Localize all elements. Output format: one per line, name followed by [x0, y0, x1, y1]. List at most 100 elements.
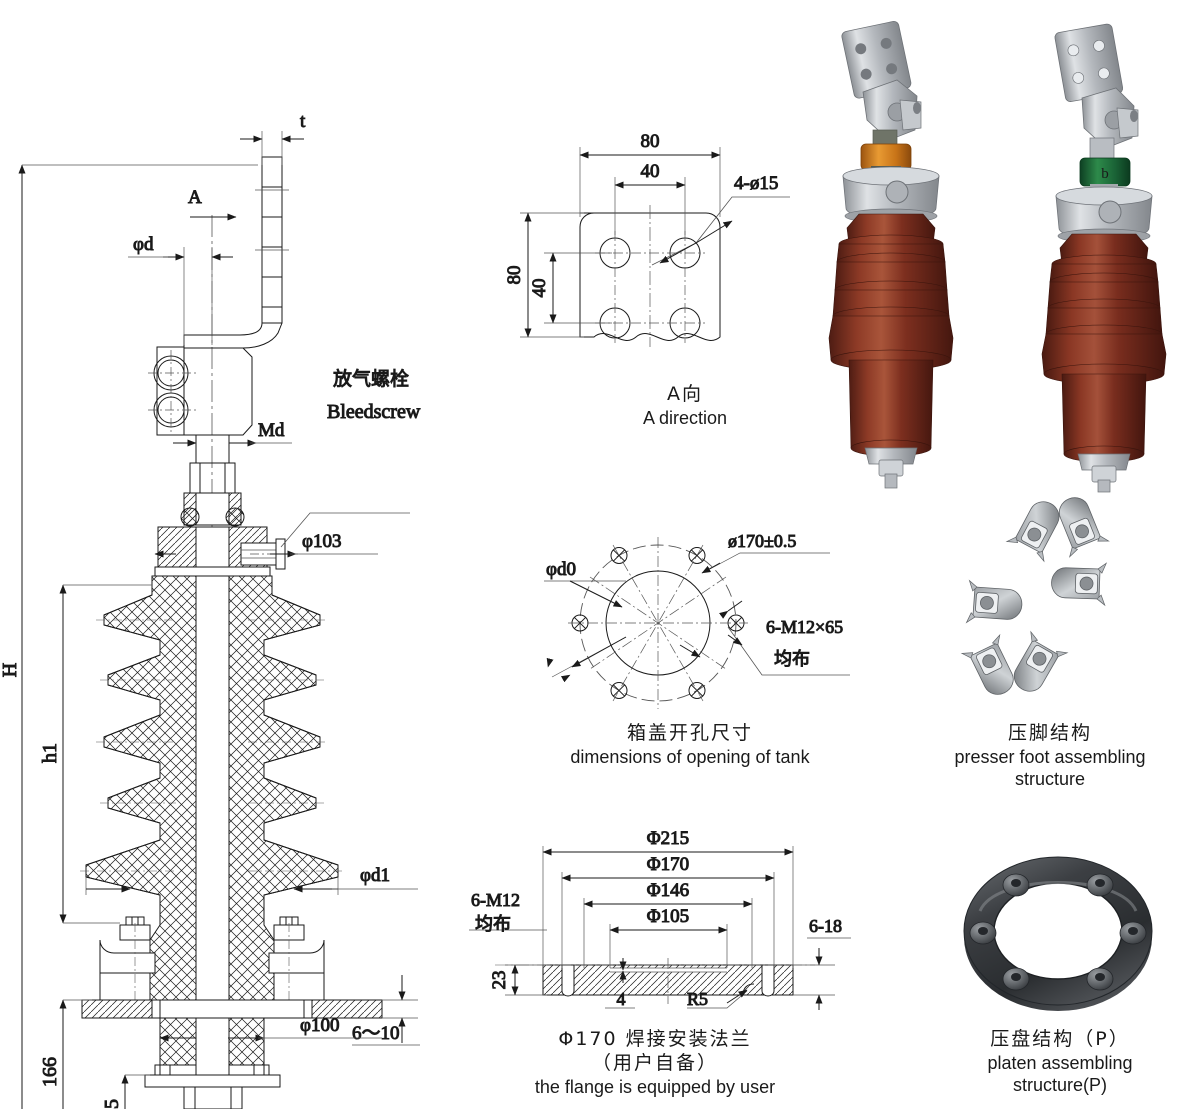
lower-hex-nuts	[183, 1086, 243, 1109]
dim-4: 4	[605, 958, 635, 1010]
a-direction-caption: A向 A direction	[575, 383, 795, 429]
presser-foot-clip	[1006, 493, 1070, 562]
presser-foot-caption-cn: 压脚结构	[1007, 722, 1092, 744]
dim-105-label: Φ105	[647, 906, 689, 927]
clamp-joint	[862, 79, 922, 141]
dim-105: Φ105	[609, 906, 728, 934]
bushing-photo-left	[805, 8, 995, 498]
callout-phi-d0: φd0	[544, 559, 626, 683]
dim-height-40-label: 40	[529, 279, 550, 298]
arrow-a-label: A	[188, 187, 202, 208]
dim-6-10-label: 6～10	[352, 1023, 400, 1044]
presser-foot-caption-en-2: structure	[1014, 769, 1086, 790]
dim-height-80: 80	[504, 212, 584, 338]
platen-boss	[1119, 921, 1147, 945]
dim-6-18: 6-18	[793, 916, 851, 1010]
flange-caption: Φ170 焊接安装法兰 （用户自备） the flange is equippe…	[455, 1028, 855, 1098]
platen-photo	[950, 845, 1170, 1025]
platen-bosses	[969, 873, 1147, 991]
dim-23-label: 23	[489, 971, 510, 990]
dim-phi-d-label: φd	[133, 234, 154, 255]
a-direction-caption-en: A direction	[642, 407, 728, 428]
presser-foot-caption: 压脚结构 presser foot assembling structure	[905, 722, 1195, 791]
callout-bolts-note: 均布	[774, 649, 810, 670]
bolt-hole	[688, 547, 706, 564]
top-metal-cap	[1055, 186, 1153, 244]
dim-phi-d1: φd1	[85, 865, 418, 895]
callout-bolts: 6-M12×65 均布	[719, 600, 850, 676]
terminal-blade	[183, 156, 289, 349]
bleed-screw	[885, 180, 909, 204]
dim-phi103-label: φ103	[302, 531, 341, 552]
dim-4-label: 4	[617, 989, 626, 1009]
dim-6-10: 6～10	[352, 975, 420, 1046]
bottom-terminal	[864, 447, 918, 489]
dim-215-label: Φ215	[647, 828, 689, 849]
platen-caption-en-2: structure(P)	[1012, 1075, 1108, 1096]
lower-collar	[144, 1064, 281, 1088]
tank-opening-caption-en: dimensions of opening of tank	[570, 746, 810, 767]
callout-phi-d0-label: φd0	[546, 559, 576, 580]
top-seal-assembly	[180, 492, 245, 527]
plate-outline	[579, 212, 721, 341]
bolt-hole	[610, 682, 628, 699]
dim-width-80-label: 80	[641, 131, 660, 152]
bolt-hole	[688, 682, 706, 699]
dim-215: Φ215	[542, 828, 794, 856]
dim-166-label: 166	[39, 1057, 61, 1087]
dim-23: 23	[489, 964, 547, 996]
clamp-joint	[1081, 87, 1139, 149]
bushing-photo-right: b	[1020, 18, 1200, 498]
bleedscrew-callout: 放气螺栓 Bleedscrew	[280, 368, 421, 548]
dim-166: 166	[39, 999, 92, 1109]
dim-t-label: t	[300, 111, 306, 132]
terminal-plate	[1054, 23, 1124, 102]
presser-foot-clip	[1003, 631, 1068, 700]
platen-boss	[1086, 873, 1114, 897]
presser-foot-right	[268, 916, 325, 1001]
dim-146-label: Φ146	[647, 880, 689, 901]
flange-bolt-left	[561, 964, 575, 997]
dim-h1-label: h1	[39, 743, 61, 763]
connector-clamp	[148, 346, 253, 436]
dim-H: H	[0, 164, 258, 1109]
colored-ring: b	[1079, 157, 1131, 187]
callout-bolts-label: 6-M12×65	[766, 617, 843, 637]
tank-opening-panel: φd0 ø170±0.5 6-M12×65 均布	[530, 525, 860, 725]
upper-stud	[195, 434, 230, 464]
callout-flange-bolts-label: 6-M12	[471, 890, 520, 910]
dim-h1: h1	[39, 584, 152, 924]
flange-bore	[610, 968, 727, 972]
dim-t: t	[240, 111, 307, 165]
callout-bolt-circle-label: ø170±0.5	[728, 531, 796, 551]
porcelain-body	[1041, 233, 1167, 463]
dim-phi103: φ103	[154, 531, 378, 558]
dim-170: Φ170	[561, 854, 775, 882]
dim-6-18-label: 6-18	[809, 916, 842, 936]
view-direction-a: A	[188, 187, 237, 221]
upper-hex-nut	[189, 462, 236, 494]
presser-foot-clips	[961, 490, 1110, 703]
flange-caption-cn-1: Φ170 焊接安装法兰	[558, 1028, 752, 1050]
callout-bolt-circle: ø170±0.5	[679, 531, 830, 658]
dim-170-label: Φ170	[647, 854, 689, 875]
platen-boss	[969, 921, 997, 945]
presser-foot-left	[99, 916, 156, 1001]
presser-foot-clip	[961, 634, 1024, 703]
dim-width-40: 40	[614, 161, 686, 235]
radial-centerlines	[568, 537, 748, 709]
platen-boss	[1086, 967, 1114, 991]
bolt-hole	[610, 547, 628, 564]
platen-boss	[1002, 967, 1030, 991]
callout-flange-bolts: 6-M12 均布	[469, 890, 547, 936]
dim-45-label: 45	[101, 1099, 123, 1109]
bolt-holes	[571, 547, 745, 699]
a-direction-panel: 80 40 80 40 4-ø15	[500, 125, 800, 385]
flange-caption-en: the flange is equipped by user	[534, 1076, 776, 1097]
presser-foot-clip	[966, 580, 1024, 627]
platen-caption: 压盘结构（P） platen assembling structure(P)	[920, 1028, 1200, 1097]
callout-flange-bolts-note: 均布	[475, 914, 511, 935]
dim-height-40: 40	[529, 252, 612, 324]
dim-md-top-label: Md	[258, 420, 285, 441]
dim-r5-label: R5	[687, 989, 708, 1009]
